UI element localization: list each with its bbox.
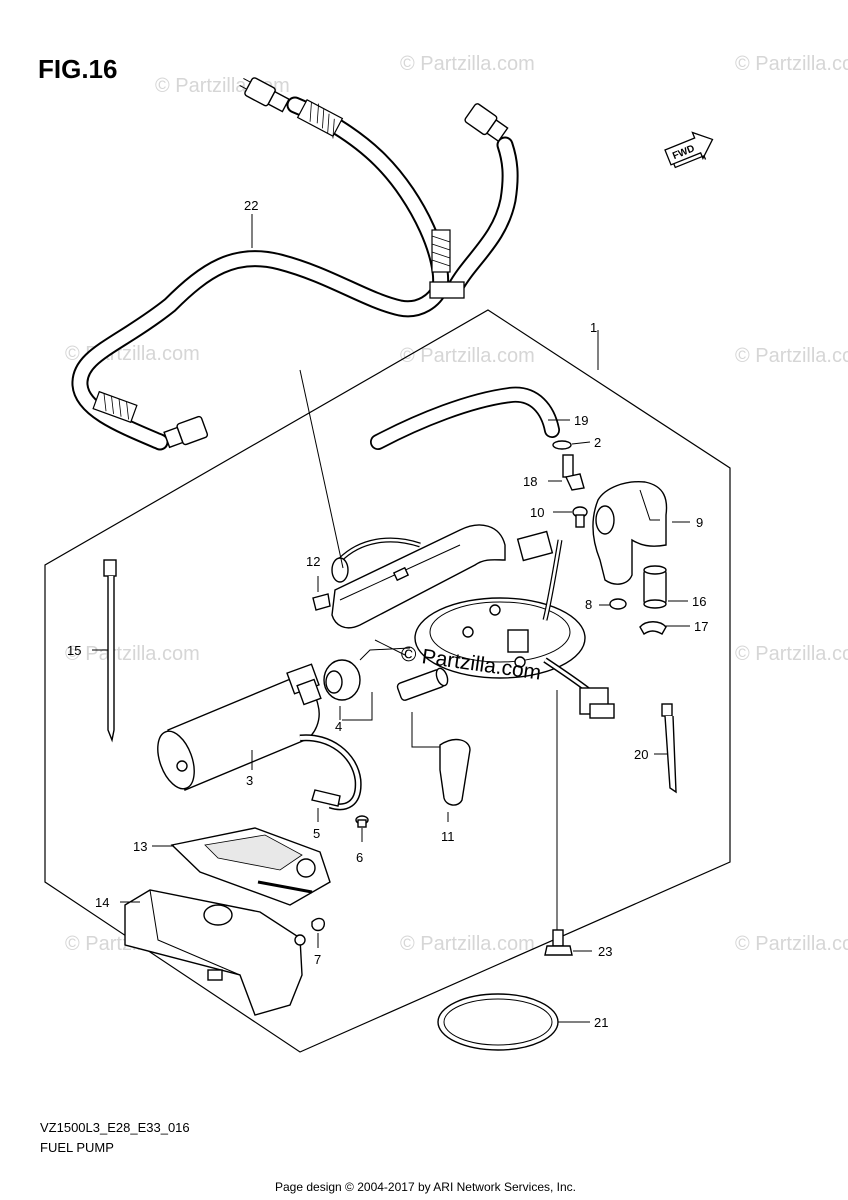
gasket-21: [437, 993, 559, 1051]
callout-10: 10: [530, 505, 544, 520]
callout-18: 18: [523, 474, 537, 489]
callout-9: 9: [696, 515, 703, 530]
cable-tie-20: [661, 703, 677, 794]
filter-case-14: [124, 889, 306, 1016]
callout-4: 4: [335, 719, 342, 734]
callout-15: 15: [67, 643, 81, 658]
callout-23: 23: [598, 944, 612, 959]
callout-16: 16: [692, 594, 706, 609]
callout-1: 1: [590, 320, 597, 335]
callout-17: 17: [694, 619, 708, 634]
bolt-23: [544, 929, 573, 956]
hose-connector: [464, 103, 509, 143]
fitting-18: [562, 454, 585, 491]
callout-6: 6: [356, 850, 363, 865]
callout-12: 12: [306, 554, 320, 569]
screw-6: [355, 815, 369, 828]
watermark: © Partzilla.com: [735, 53, 848, 75]
o-ring-8: [609, 598, 627, 610]
bracket-9: [592, 481, 668, 585]
assembly-outline: [44, 309, 731, 1053]
callout-19: 19: [574, 413, 588, 428]
cushion-4: [323, 659, 361, 701]
watermark: © Partzilla.com: [400, 933, 535, 955]
hose-connector: [239, 77, 290, 113]
watermark: © Partzilla.com: [735, 643, 848, 665]
pump-tube: [396, 667, 449, 701]
callout-3: 3: [246, 773, 253, 788]
callout-5: 5: [313, 826, 320, 841]
callout-22: 22: [244, 198, 258, 213]
watermark: © Partzilla.com: [65, 643, 200, 665]
callout-labels: 1 2 3 4 5 6 7 8 9 10 11 12 13 14 15 16 1…: [67, 198, 708, 1030]
pump-band-5: [299, 734, 362, 811]
connector-12: [312, 557, 349, 611]
fuel-pump-3: [157, 663, 322, 791]
clip-2: [552, 440, 572, 450]
fuel-hose-22: [71, 77, 519, 451]
callout-11: 11: [441, 829, 455, 844]
clip-7: [311, 917, 326, 932]
leader-lines: [92, 214, 690, 1023]
filter-13: [170, 827, 331, 906]
callout-21: 21: [594, 1015, 608, 1030]
callout-2: 2: [594, 435, 601, 450]
cable-tie-15: [103, 559, 117, 743]
model-code: VZ1500L3_E28_E33_016: [40, 1120, 190, 1135]
callout-13: 13: [133, 839, 147, 854]
callout-7: 7: [314, 952, 321, 967]
callout-8: 8: [585, 597, 592, 612]
wire-harness: [338, 530, 615, 719]
pump-top-plate: [414, 597, 586, 679]
page-credit: Page design © 2004-2017 by ARI Network S…: [275, 1180, 576, 1194]
section-name: FUEL PUMP: [40, 1140, 114, 1155]
regulator-16: [643, 565, 667, 609]
clip-17: [639, 621, 667, 635]
pump-frame: [331, 524, 506, 629]
watermark: © Partzilla.com: [400, 53, 535, 75]
callout-20: 20: [634, 747, 648, 762]
watermark: © Partzilla.com: [400, 345, 535, 367]
forward-arrow-badge: FWD: [664, 131, 714, 169]
damper-11: [439, 738, 471, 806]
breather-hose-19: [370, 386, 560, 450]
callout-14: 14: [95, 895, 109, 910]
figure-title: FIG.16: [38, 54, 117, 84]
watermark: © Partzilla.com: [735, 933, 848, 955]
screw-10: [572, 506, 588, 528]
hose-connector: [163, 415, 209, 449]
watermark: © Partzilla.com: [735, 345, 848, 367]
